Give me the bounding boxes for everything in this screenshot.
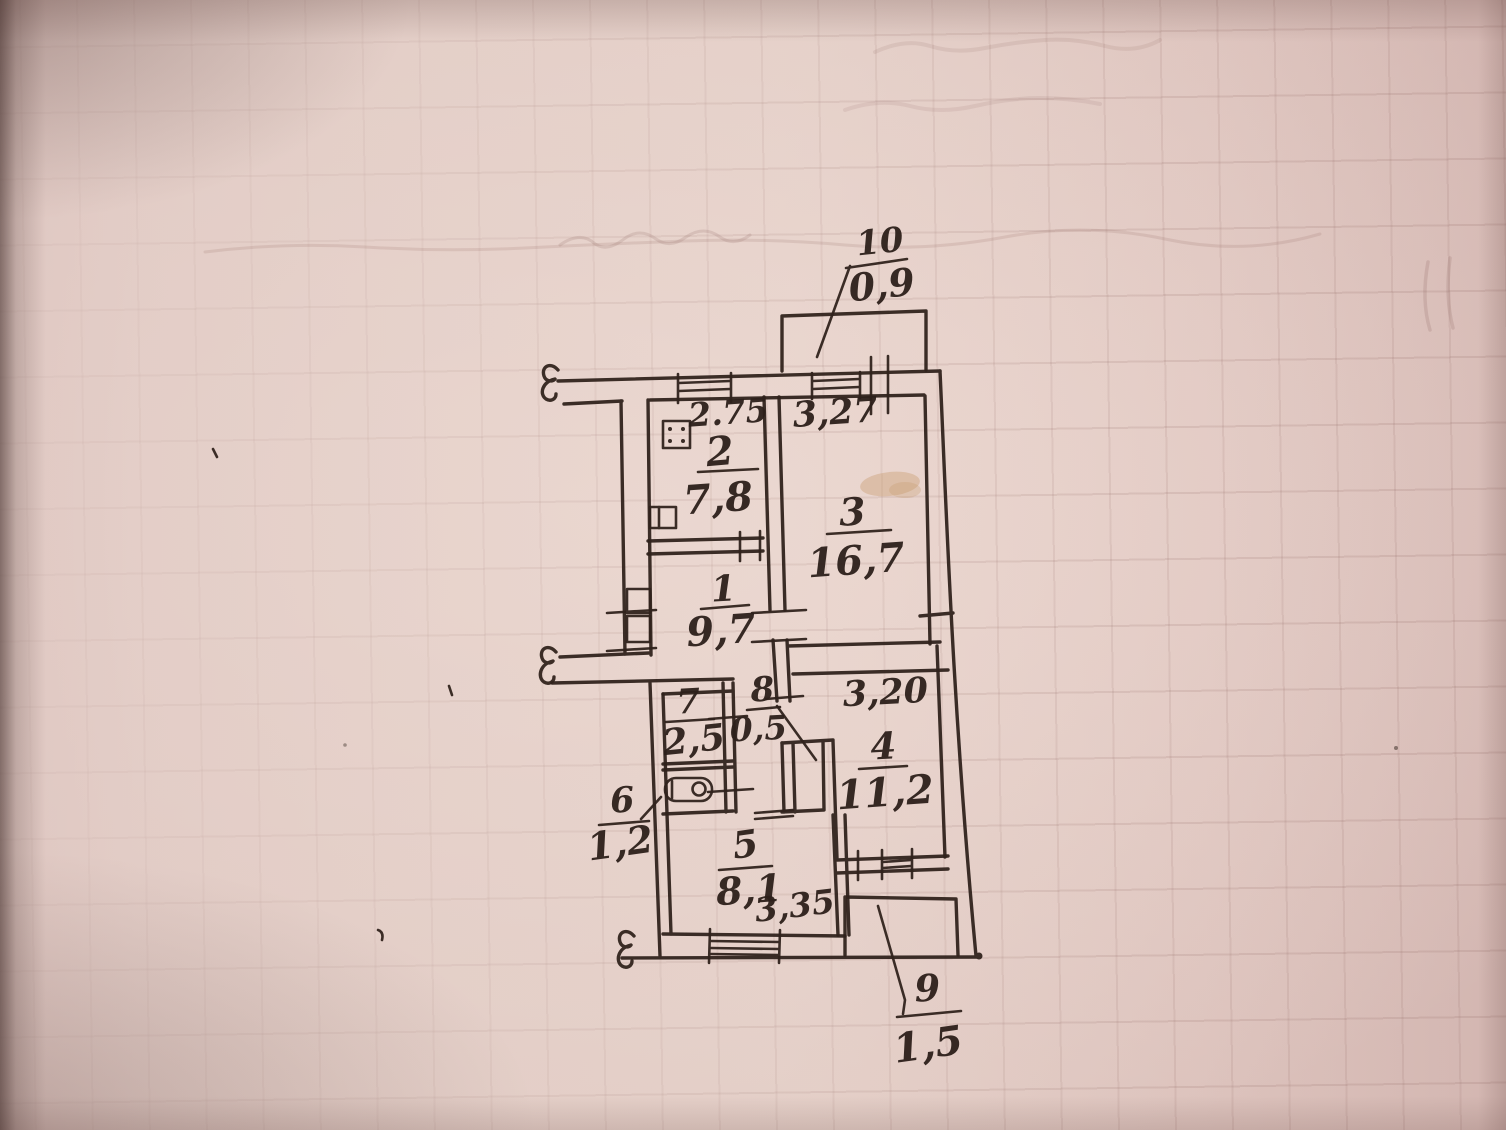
floor-plan-photo: 1 9,7 2 7,8 3 16,7 4 11,2 5 8,1 6 1,2 7 …: [0, 0, 1506, 1130]
photo-vignette: [0, 0, 1506, 1130]
